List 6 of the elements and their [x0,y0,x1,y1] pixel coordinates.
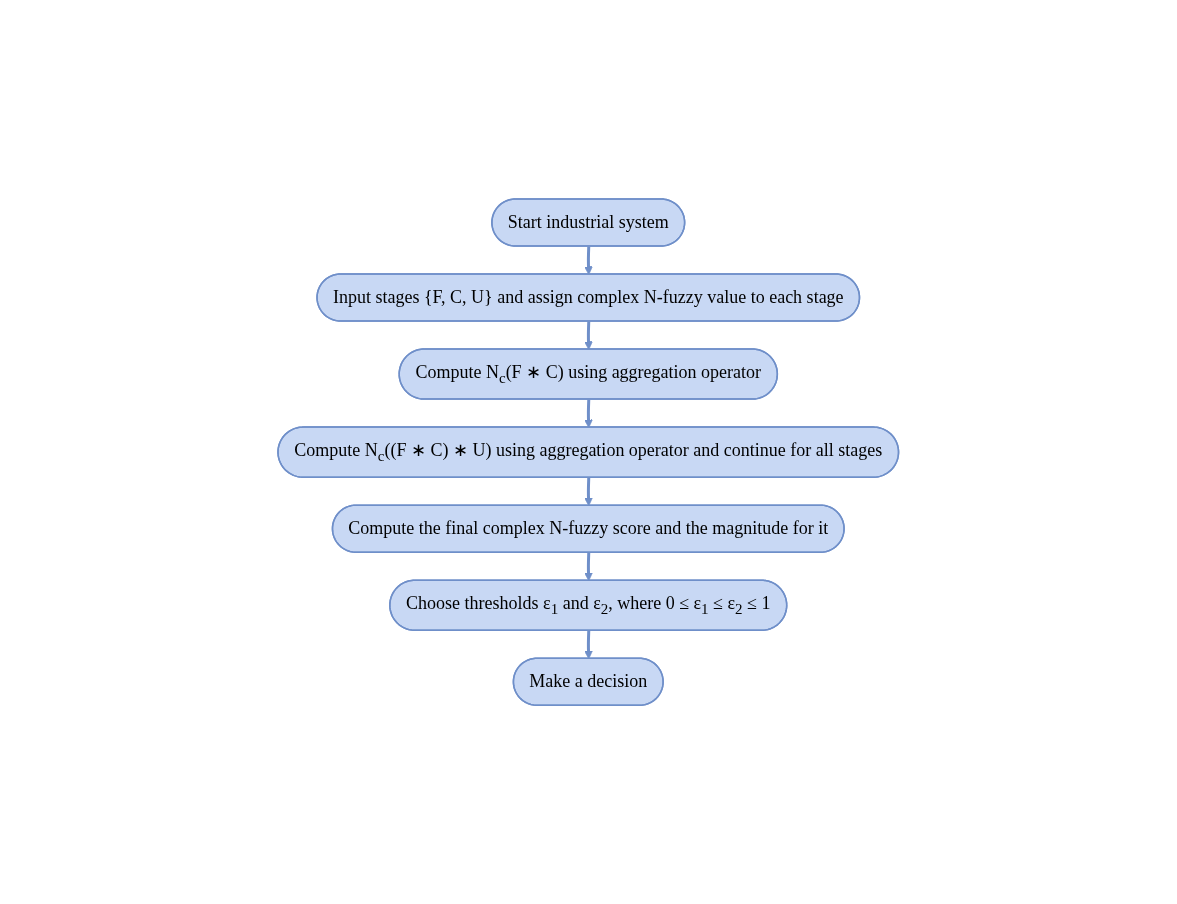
arrow [584,399,594,428]
arrow [584,477,594,506]
arrow [584,246,594,275]
arrow [584,321,594,350]
arrow [584,552,594,581]
arrow [584,630,594,660]
